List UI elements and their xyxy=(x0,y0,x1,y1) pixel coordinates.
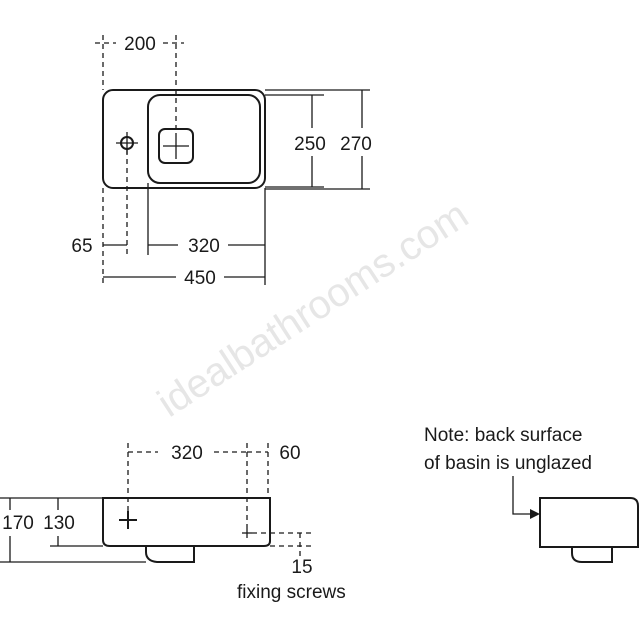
basin-outline-plan xyxy=(102,89,266,189)
fixing-screws-label: fixing screws xyxy=(237,582,346,603)
dim-bracket-spacing-320: 320 xyxy=(171,443,203,464)
waste-outlet-plan xyxy=(158,128,194,164)
dim-body-height-130: 130 xyxy=(43,513,75,534)
dim-bracket-edge-60: 60 xyxy=(279,443,300,464)
note-leader-line xyxy=(512,476,533,515)
bowl-outline-plan xyxy=(147,94,261,184)
watermark-text: idealbathrooms.com xyxy=(150,193,476,426)
dim-bowl-width-320: 320 xyxy=(188,236,220,257)
waste-trap-front xyxy=(145,546,195,563)
dim-screw-drop-15: 15 xyxy=(291,557,312,578)
note-arrowhead xyxy=(530,509,540,519)
note-line-2: of basin is unglazed xyxy=(424,453,592,474)
dim-overall-width-450: 450 xyxy=(184,268,216,289)
end-view: Note: back surface of basin is unglazed xyxy=(424,425,639,563)
tap-hole-front-mark xyxy=(119,511,137,529)
front-view: 320 60 170 130 15 fixing screws xyxy=(0,443,346,603)
dim-overall-height-170: 170 xyxy=(2,513,34,534)
basin-outline-end xyxy=(539,497,639,548)
basin-outline-front xyxy=(102,497,271,547)
dim-bowl-depth-250: 250 xyxy=(294,134,326,155)
outlet-centerline xyxy=(163,133,189,159)
waste-trap-end xyxy=(571,547,613,563)
dim-tap-side-65: 65 xyxy=(71,236,92,257)
fixing-bracket-mark xyxy=(242,528,252,538)
dim-overall-depth-270: 270 xyxy=(340,134,372,155)
note-line-1: Note: back surface xyxy=(424,425,582,446)
plan-view: 200 250 270 65 320 450 xyxy=(71,34,371,289)
dim-tap-offset-200: 200 xyxy=(124,34,156,55)
